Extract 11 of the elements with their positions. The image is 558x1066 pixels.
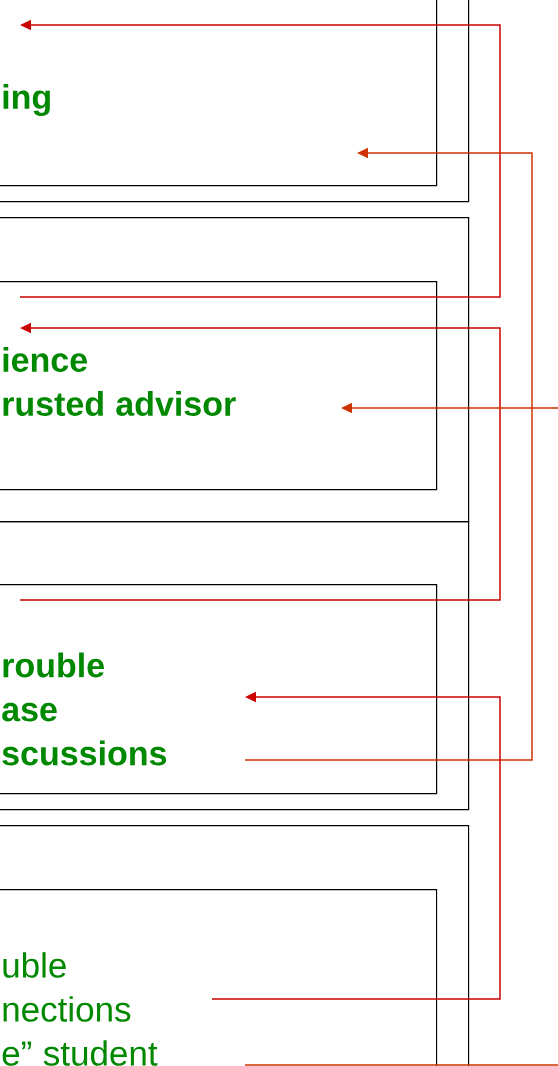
box-text: uble nections e” student [2, 952, 158, 1066]
box-text: ience rusted advisor [3, 347, 236, 416]
outer-frame [0, 521, 470, 811]
content-box [0, 889, 438, 1066]
outer-frame [0, 825, 470, 1066]
content-box [0, 584, 438, 795]
box-text: ing [3, 84, 50, 116]
outer-frame [0, 217, 470, 523]
content-box [0, 281, 438, 491]
connector-line [244, 1064, 558, 1066]
box-text: rouble ase scussions [2, 652, 167, 766]
